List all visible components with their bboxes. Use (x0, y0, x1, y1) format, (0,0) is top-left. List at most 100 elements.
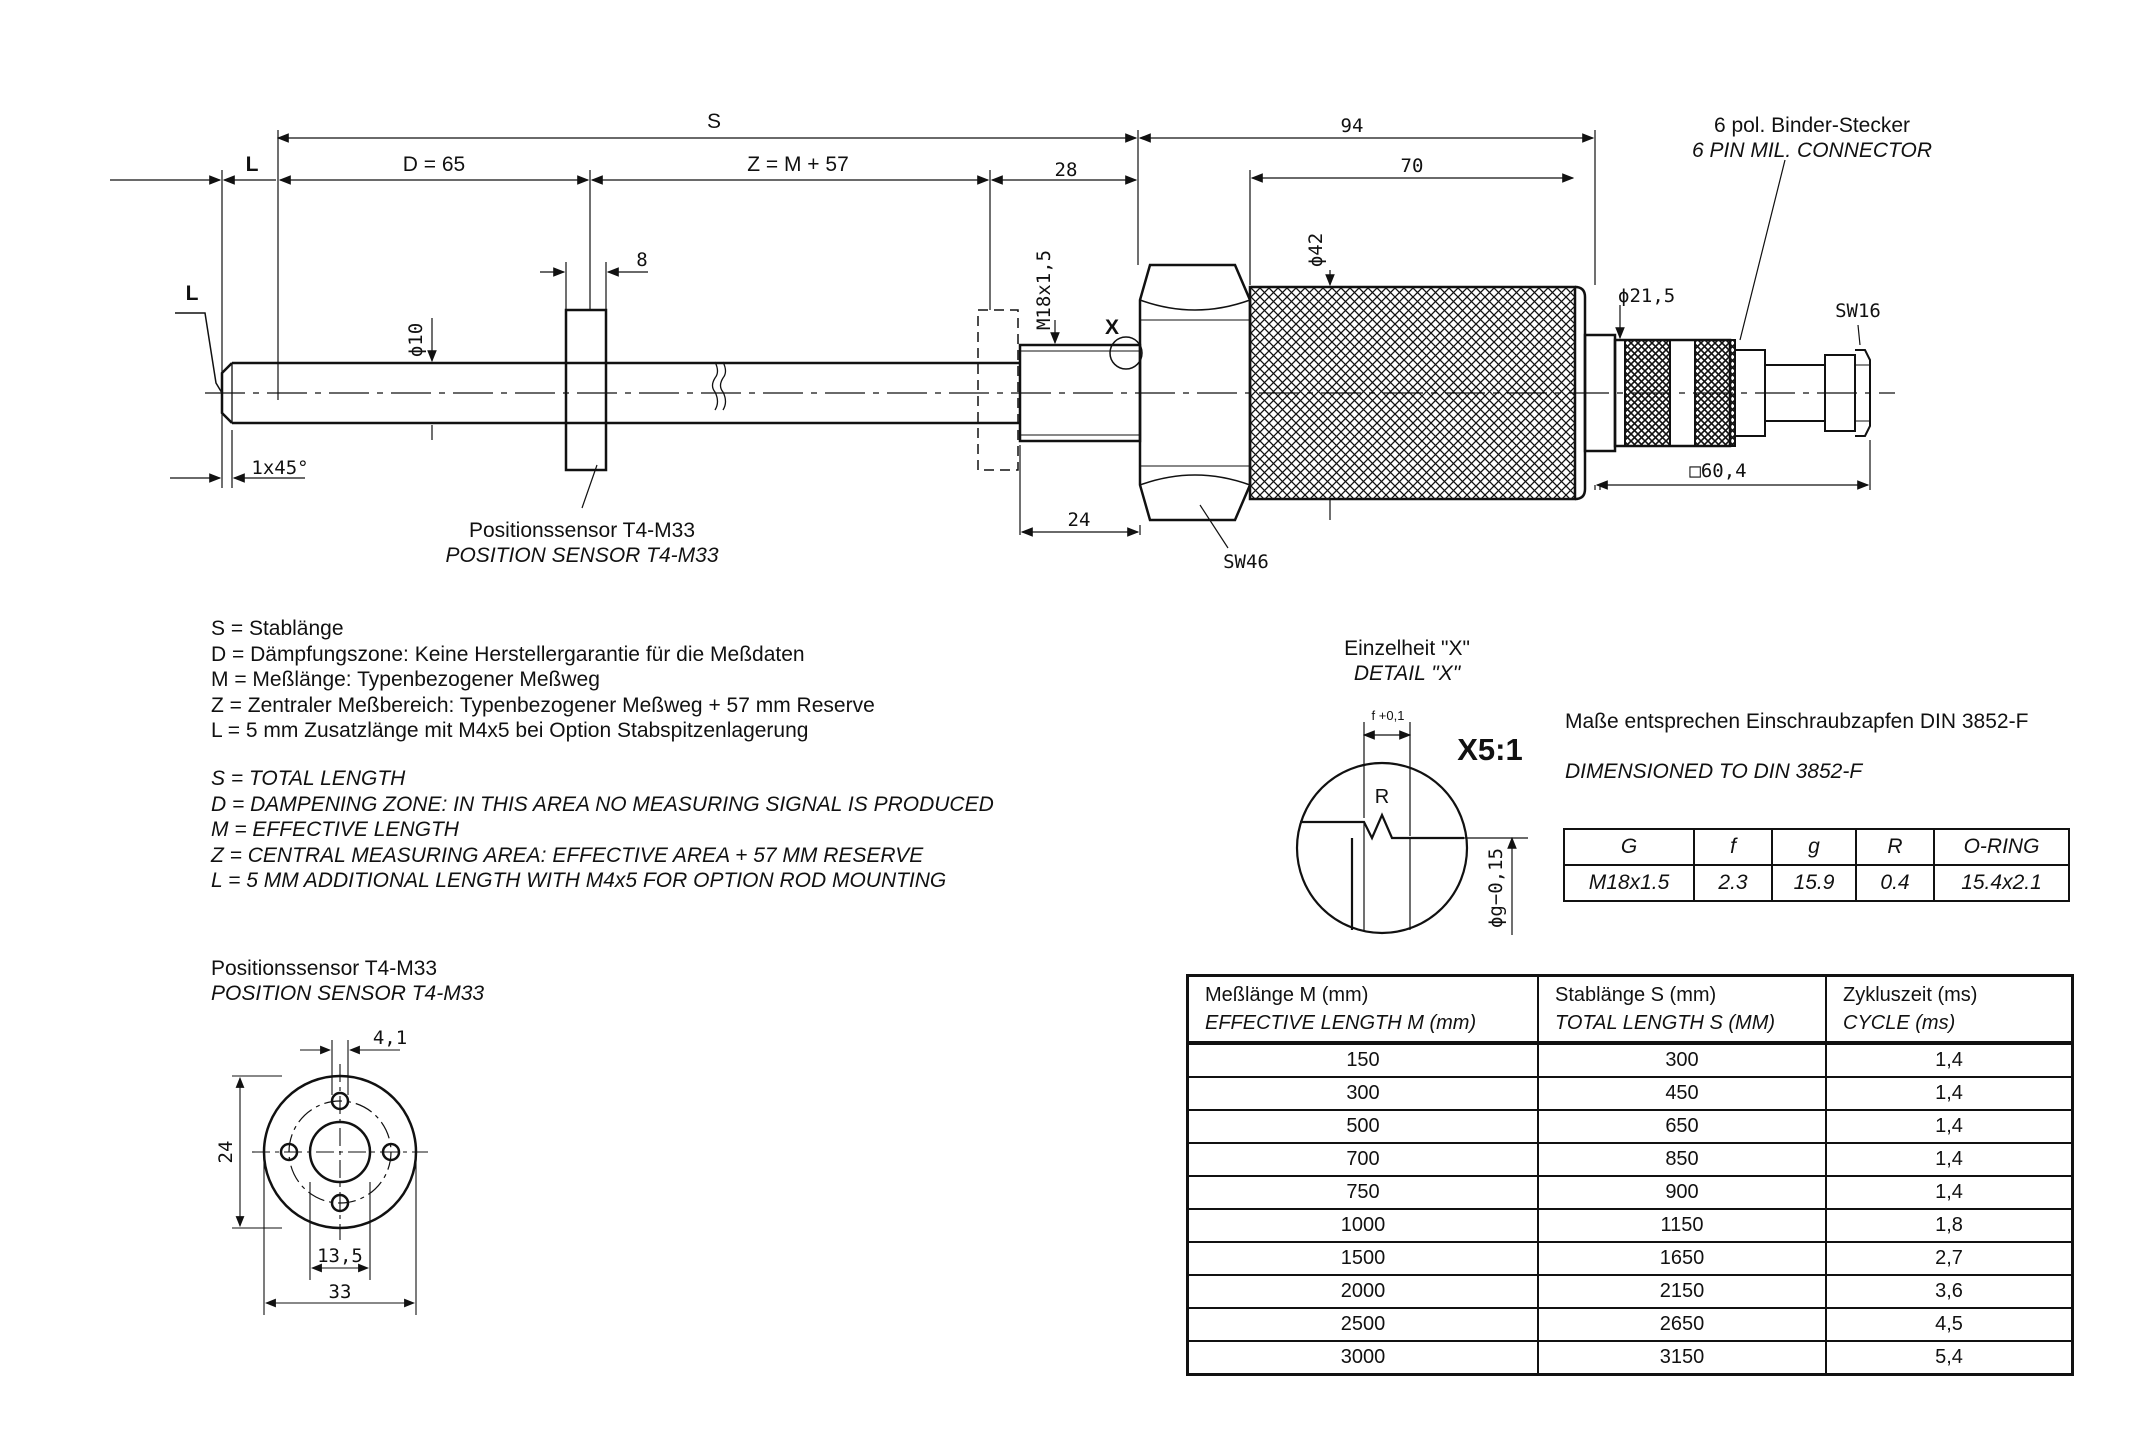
cell-cycle: 1,4 (1825, 1175, 2074, 1210)
detail-r: R (1375, 786, 1389, 808)
spec-value: M18x1.5 (1563, 864, 1695, 902)
spec-header-row: G f g R O-RING (1563, 828, 2070, 866)
legend-line: Z = Zentraler Meßbereich: Typenbezogener… (211, 693, 875, 717)
sensor-side-view (110, 130, 1895, 549)
spec-header: g (1771, 828, 1857, 866)
detail-title-en: DETAIL "X" (1354, 662, 1462, 685)
spec-value: 15.9 (1771, 864, 1857, 902)
legend-line: Z = CENTRAL MEASURING AREA: EFFECTIVE AR… (211, 843, 924, 867)
dim-94: 94 (1341, 115, 1364, 137)
dim-phi21: ϕ21,5 (1618, 285, 1675, 307)
din-note: Maße entsprechen Einschraubzapfen DIN 38… (1565, 697, 2028, 797)
header-de: Zykluszeit (ms) (1843, 984, 1978, 1006)
dim-8: 8 (636, 249, 647, 271)
connector-label-de: 6 pol. Binder-Stecker (1714, 114, 1910, 137)
cell-m: 3000 (1186, 1340, 1539, 1376)
dim-24: 24 (1068, 509, 1091, 531)
legend-german: S = Stablänge D = Dämpfungszone: Keine H… (211, 616, 875, 744)
din-note-de: Maße entsprechen Einschraubzapfen DIN 38… (1565, 710, 2029, 733)
spec-value: 2.3 (1693, 864, 1773, 902)
cell-cycle: 2,7 (1825, 1241, 2074, 1276)
cell-cycle: 1,8 (1825, 1208, 2074, 1243)
dim-28: 28 (1055, 159, 1078, 181)
cell-cycle: 1,4 (1825, 1076, 2074, 1111)
dim-Z: Z = M + 57 (747, 153, 849, 176)
length-header: Zykluszeit (ms)CYCLE (ms) (1825, 974, 2074, 1045)
legend-line: M = EFFECTIVE LENGTH (211, 818, 459, 841)
cell-s: 850 (1537, 1142, 1827, 1177)
cell-cycle: 1,4 (1825, 1042, 2074, 1078)
length-header: Meßlänge M (mm) EFFECTIVE LENGTH M (mm) (1186, 974, 1539, 1045)
cell-s: 900 (1537, 1175, 1827, 1210)
cell-m: 750 (1186, 1175, 1539, 1210)
spec-value: 15.4x2.1 (1933, 864, 2070, 902)
detail-scale: X5:1 (1457, 732, 1522, 767)
spec-value: 0.4 (1855, 864, 1935, 902)
dim-S: S (707, 110, 721, 133)
detail-x-view (1295, 722, 1528, 935)
cell-m: 1500 (1186, 1241, 1539, 1276)
sensor-label-en: POSITION SENSOR T4-M33 (445, 544, 718, 567)
spec-header: f (1693, 828, 1773, 866)
legend-line: L = 5 mm Zusatzlänge mit M4x5 bei Option… (211, 719, 809, 742)
dim-sw16: SW16 (1835, 300, 1881, 322)
detail-title-de: Einzelheit "X" (1344, 637, 1470, 660)
dimension-labels: S L L D = 65 Z = M + 57 28 94 70 8 ϕ10 M… (186, 110, 1932, 573)
dim-M18: M18x1,5 (1033, 250, 1055, 330)
dim-chamfer: 1x45° (251, 457, 308, 479)
thread-spec-table: G f g R O-RING M18x1.5 2.3 15.9 0.4 15.4… (1563, 828, 2070, 902)
flange-dim-24: 24 (215, 1141, 237, 1164)
header-de: Stablänge S (mm) (1555, 984, 1717, 1006)
cell-s: 2650 (1537, 1307, 1827, 1342)
cell-s: 450 (1537, 1076, 1827, 1111)
header-en: EFFECTIVE LENGTH M (mm) (1205, 1012, 1477, 1034)
detail-f: f +0,1 (1372, 708, 1405, 723)
legend-line: L = 5 MM ADDITIONAL LENGTH WITH M4x5 FOR… (211, 869, 947, 892)
sensor-label-de: Positionssensor T4-M33 (469, 519, 695, 542)
flange-dim-135: 13,5 (317, 1245, 363, 1267)
legend-english: S = TOTAL LENGTH D = DAMPENING ZONE: IN … (211, 766, 994, 894)
header-de: Meßlänge M (mm) (1205, 984, 1369, 1006)
length-table: Meßlänge M (mm) EFFECTIVE LENGTH M (mm) S… (1186, 974, 2074, 1376)
dim-X: X (1105, 316, 1119, 339)
spec-value-row: M18x1.5 2.3 15.9 0.4 15.4x2.1 (1563, 864, 2070, 902)
dim-L-side: L (186, 282, 199, 305)
din-note-en: DIMENSIONED TO DIN 3852-F (1565, 760, 1863, 783)
cell-m: 2000 (1186, 1274, 1539, 1309)
cell-cycle: 3,6 (1825, 1274, 2074, 1309)
legend-line: S = Stablänge (211, 617, 344, 640)
cell-m: 300 (1186, 1076, 1539, 1111)
flange-dim-33: 33 (329, 1281, 352, 1303)
cell-s: 650 (1537, 1109, 1827, 1144)
legend-line: M = Meßlänge: Typenbezogener Meßweg (211, 668, 600, 691)
legend-line: D = DAMPENING ZONE: IN THIS AREA NO MEAS… (211, 792, 994, 816)
detail-g: ϕg−0,15 (1485, 848, 1507, 928)
dim-D: D = 65 (403, 153, 465, 176)
legend-line: S = TOTAL LENGTH (211, 767, 406, 790)
spec-header: R (1855, 828, 1935, 866)
length-header-row: Meßlänge M (mm) EFFECTIVE LENGTH M (mm) S… (1186, 974, 2074, 1045)
cell-m: 500 (1186, 1109, 1539, 1144)
flange-title-en: POSITION SENSOR T4-M33 (211, 982, 484, 1005)
dim-sw46: SW46 (1223, 551, 1269, 573)
cell-s: 300 (1537, 1042, 1827, 1078)
flange-labels: Positionssensor T4-M33 POSITION SENSOR T… (211, 957, 484, 1303)
spec-header: O-RING (1933, 828, 2070, 866)
dim-70: 70 (1401, 155, 1424, 177)
length-header: Stablänge S (mm)TOTAL LENGTH S (MM) (1537, 974, 1827, 1045)
legend-line: D = Dämpfungszone: Keine Herstellergaran… (211, 642, 805, 666)
dim-60: □60,4 (1689, 460, 1746, 482)
spec-header: G (1563, 828, 1695, 866)
dim-phi10: ϕ10 (405, 323, 427, 357)
cell-s: 1650 (1537, 1241, 1827, 1276)
cell-s: 3150 (1537, 1340, 1827, 1376)
